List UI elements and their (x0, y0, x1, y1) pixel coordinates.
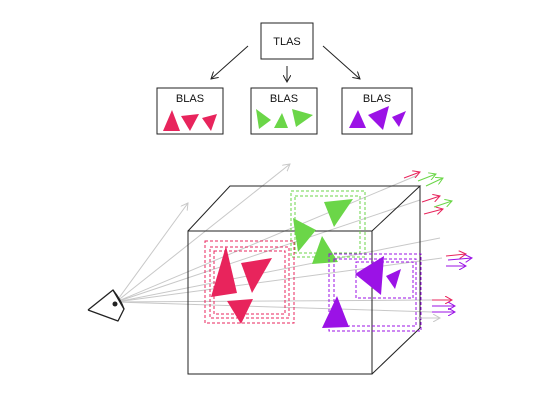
green-triangle (293, 218, 316, 252)
ray (115, 299, 433, 303)
exit-ray-pink (403, 172, 420, 179)
exit-rays-bottom (418, 300, 455, 318)
blas-pink-triangle (163, 110, 180, 131)
instance-purple (322, 253, 422, 332)
ray (115, 257, 443, 303)
ray (115, 237, 441, 303)
eye-icon (87, 289, 125, 322)
instance-bounds-tight (213, 250, 286, 315)
purple-triangle (355, 256, 384, 295)
green-triangle (312, 236, 338, 264)
blas-node-pink: BLAS (156, 87, 224, 135)
pink-triangle (227, 299, 253, 324)
blas-green-triangle (274, 113, 288, 128)
pink-triangle (211, 246, 237, 297)
ray (115, 301, 433, 313)
instance-green (290, 190, 366, 264)
tree-edge-right (322, 45, 360, 79)
blas-label-pink: BLAS (176, 93, 204, 105)
pink-triangle (241, 258, 272, 293)
ray (115, 174, 419, 303)
exit-ray-green (425, 178, 443, 187)
blas-green-triangle (256, 109, 271, 129)
exit-ray-green (417, 174, 436, 182)
blas-node-purple: BLAS (341, 87, 413, 135)
tree-edge-left (211, 45, 249, 79)
exit-ray-green (433, 201, 452, 208)
ray (115, 199, 421, 303)
exit-ray-pink (423, 209, 443, 214)
box-bottom-edge (371, 327, 421, 375)
instance-bounds-tight (355, 261, 414, 299)
blas-purple-triangle (368, 106, 389, 130)
box-top-face (187, 185, 422, 232)
instance-bounds-outer (328, 253, 422, 332)
instance-bounds-outer (204, 240, 295, 324)
blas-node-green: BLAS (250, 87, 318, 135)
exit-ray-purple (447, 258, 472, 260)
purple-triangle (386, 269, 401, 289)
tlas-label: TLAS (273, 36, 301, 48)
exit-ray-pink (421, 196, 440, 203)
exit-rays-top (403, 172, 452, 214)
blas-label-green: BLAS (270, 93, 298, 105)
tlas-node: TLAS (260, 22, 314, 60)
ray (115, 164, 290, 303)
exit-ray-pink (445, 254, 466, 256)
ray (115, 203, 188, 303)
blas-purple-triangle (392, 111, 406, 127)
purple-triangle (322, 296, 349, 328)
blas-green-triangle (292, 109, 313, 127)
exit-rays-middle (445, 254, 472, 266)
blas-pink-triangle (181, 114, 199, 131)
rays (115, 164, 443, 313)
instance-pink (204, 240, 295, 324)
blas-label-purple: BLAS (363, 93, 391, 105)
box-front-face (187, 230, 373, 375)
green-triangle (324, 199, 353, 227)
blas-pink-triangle (202, 114, 217, 131)
instance-bounds-inner (333, 258, 417, 327)
blas-purple-triangle (349, 110, 366, 128)
